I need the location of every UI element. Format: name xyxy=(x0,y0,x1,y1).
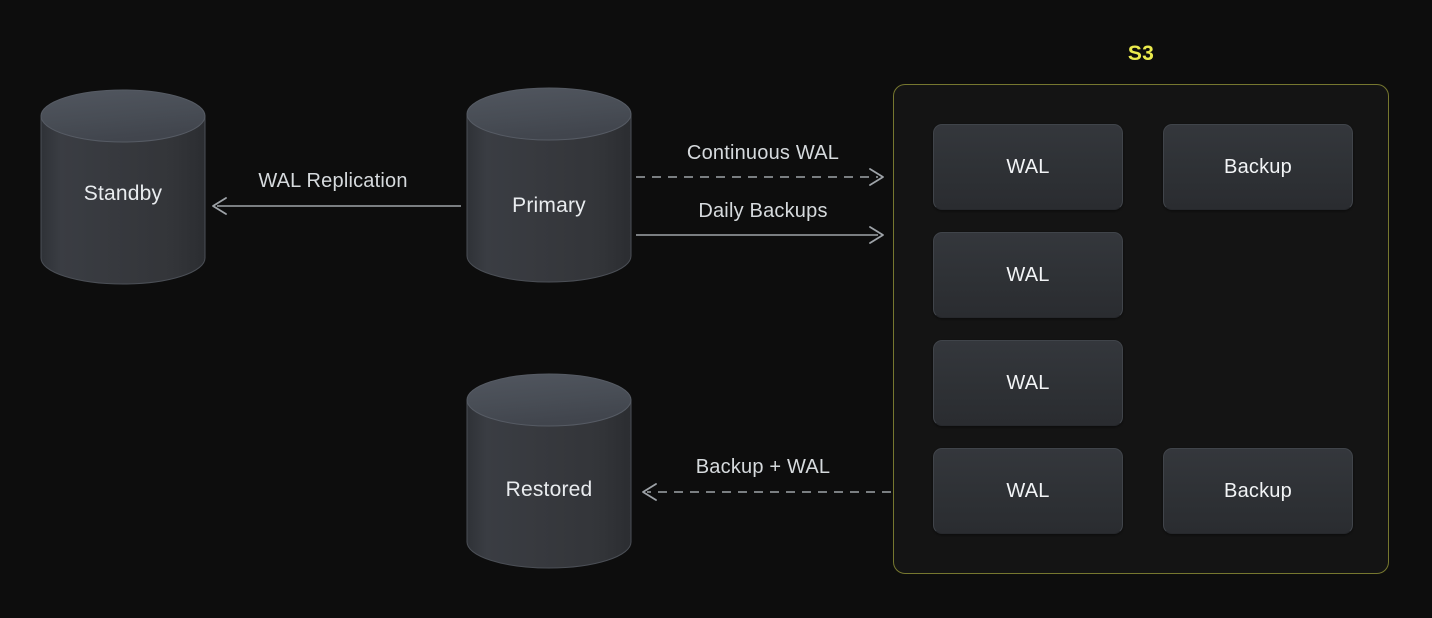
edge-daily-backups[interactable]: Daily Backups xyxy=(636,200,890,248)
s3-item-label: WAL xyxy=(1006,479,1050,502)
edge-wal-replication[interactable]: WAL Replication xyxy=(204,170,462,218)
edge-continuous-wal[interactable]: Continuous WAL xyxy=(636,142,890,190)
s3-item-wal-2[interactable]: WAL xyxy=(933,232,1123,318)
edge-arrow-daily-backups xyxy=(636,226,884,244)
node-standby[interactable]: Standby xyxy=(40,88,206,286)
group-title-s3: S3 xyxy=(1127,42,1155,65)
edge-label-backup-plus-wal: Backup + WAL xyxy=(695,456,831,478)
cylinder-shape-primary xyxy=(466,87,632,283)
edge-label-wal-replication: WAL Replication xyxy=(258,170,408,192)
s3-item-label: WAL xyxy=(1006,371,1050,394)
cylinder-shape-standby xyxy=(40,89,206,285)
s3-item-wal-4[interactable]: WAL xyxy=(933,448,1123,534)
s3-item-label: Backup xyxy=(1224,479,1292,502)
node-restored[interactable]: Restored xyxy=(466,372,632,570)
node-primary[interactable]: Primary xyxy=(466,86,632,284)
s3-item-backup-1[interactable]: Backup xyxy=(1163,124,1353,210)
group-s3: WAL Backup WAL WAL WAL Backup xyxy=(893,84,1389,574)
edge-arrow-wal-replication xyxy=(212,197,461,215)
s3-item-wal-3[interactable]: WAL xyxy=(933,340,1123,426)
edge-label-continuous-wal: Continuous WAL xyxy=(686,142,840,164)
s3-item-backup-2[interactable]: Backup xyxy=(1163,448,1353,534)
edge-backup-plus-wal[interactable]: Backup + WAL xyxy=(634,456,892,504)
s3-item-wal-1[interactable]: WAL xyxy=(933,124,1123,210)
s3-item-label: WAL xyxy=(1006,263,1050,286)
edge-label-daily-backups: Daily Backups xyxy=(698,200,828,222)
cylinder-shape-restored xyxy=(466,373,632,569)
edge-arrow-continuous-wal xyxy=(636,168,884,186)
edge-arrow-backup-plus-wal xyxy=(642,483,891,501)
s3-item-label: WAL xyxy=(1006,155,1050,178)
s3-item-label: Backup xyxy=(1224,155,1292,178)
